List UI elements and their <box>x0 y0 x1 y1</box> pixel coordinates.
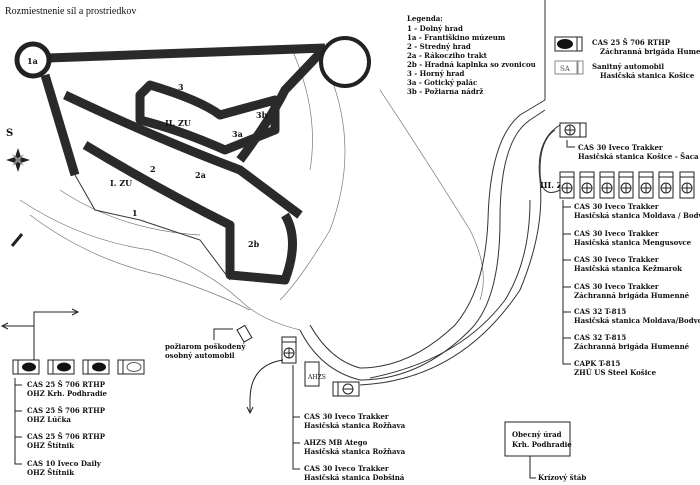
map-title: Rozmiestnenie síl a prostriedkov <box>5 6 136 17</box>
tower-1a <box>14 41 52 79</box>
map-text: Záchranná brigáda Humenné <box>574 342 690 351</box>
label-zu1: I. ZU <box>110 178 132 188</box>
map-text: CAS 10 Iveco Daily <box>27 459 102 468</box>
label-3a: 3a <box>232 129 243 139</box>
map-text: Záchranná brigáda Humenné <box>600 47 700 56</box>
map-text: CAS 30 Iveco Trakker <box>574 229 659 238</box>
map-text: Hasičská stanica Košice - Šaca <box>578 152 699 161</box>
label-1a: 1a <box>27 56 38 66</box>
map-text: požiarom poškodený <box>165 342 246 351</box>
label-zu2: II. ZU <box>165 118 191 128</box>
map-text: osobný automobil <box>165 351 235 360</box>
legend-item: 3 - Horný hrad <box>407 69 465 78</box>
label-3: 3 <box>178 82 184 92</box>
map-text: Hasičská stanica Mengusovce <box>574 238 692 247</box>
map-text: CAS 25 Š 706 RTHP <box>27 432 106 441</box>
north-label: S <box>6 128 13 139</box>
map-text: CAS 25 Š 706 RTHP <box>592 38 671 47</box>
terrain <box>19 44 484 331</box>
map-text: Hasičská stanica Rožňava <box>304 421 406 430</box>
municipal-office: Obecný úrad Krh. Podhradie Krízový štáb <box>504 421 586 482</box>
legend: Legenda: 1 - Dolný hrad 1a - Františkino… <box>407 14 536 96</box>
map-text: Hasičská stanica Moldava / Bodvou <box>574 211 700 220</box>
legend-item: 3a - Gotický palác <box>407 78 477 87</box>
label-2a: 2a <box>195 170 206 180</box>
svg-text:AHZS: AHZS <box>307 374 326 381</box>
map-text: OHZ Štítnik <box>27 441 74 450</box>
map-text: SA <box>560 65 571 73</box>
map-text: CAS 30 Iveco Trakker <box>574 282 659 291</box>
map-text: Legenda: <box>407 14 443 23</box>
map-text: Záchranná brigáda Humenné <box>574 291 690 300</box>
round-tower <box>319 36 371 88</box>
label-1: 1 <box>132 208 138 218</box>
map-text: Hasičská stanica Košice <box>600 71 695 80</box>
map-text: Krízový štáb <box>538 473 586 482</box>
map-text: CAS 30 Iveco Trakker <box>578 143 663 152</box>
map-text: Hasičská stanica Moldava/Bodvou <box>574 316 700 325</box>
map-text: CAS 30 Iveco Trakker <box>304 412 389 421</box>
label-2b: 2b <box>248 239 260 249</box>
access-roads <box>299 0 561 386</box>
map-text: CAS 30 Iveco Trakker <box>574 202 659 211</box>
legend-item: 2 - Stredný hrad <box>407 42 471 51</box>
map-text: CAPK T-815 <box>574 359 620 368</box>
legend-vehicle-keys: CAS 25 Š 706 RTHP Záchranná brigáda Hume… <box>554 36 700 80</box>
label-2: 2 <box>150 164 156 174</box>
castle-plan <box>14 36 371 285</box>
map-text: CAS 30 Iveco Trakker <box>304 464 389 473</box>
map-text: CAS 25 Š 706 RTHP <box>27 380 106 389</box>
right-unit-group: CAS 30 Iveco Trakker Hasičská stanica Ko… <box>559 122 700 377</box>
map-text: OHZ Štítnik <box>27 468 74 477</box>
label-3b: 3b <box>256 110 268 120</box>
nozzle-icon <box>10 233 24 247</box>
map-text: OHZ Krh. Podhradie <box>27 389 107 398</box>
legend-item: 2b - Hradná kaplnka so zvonicou <box>407 60 536 69</box>
compass-rose-icon <box>6 148 30 172</box>
map-text: AHZS MB Atego <box>303 438 368 447</box>
map-text: CAS 25 Š 706 RTHP <box>27 406 106 415</box>
label-zu3: III. ZU <box>540 180 570 190</box>
map-text: OHZ Lúčka <box>27 415 71 424</box>
map-text: CAS 32 T-815 <box>574 307 626 316</box>
legend-item: 3b - Požiarna nádrž <box>407 87 483 96</box>
map-text: Hasičská stanica Dobšiná <box>304 473 405 482</box>
map-text: Obecný úrad <box>512 430 562 439</box>
map-text: Hasičská stanica Rožňava <box>304 447 406 456</box>
legend-item: 2a - Rákocziho trakt <box>407 51 488 60</box>
legend-item: 1a - Františkino múzeum <box>407 33 506 42</box>
map-text: Krh. Podhradie <box>512 440 572 449</box>
legend-item: 1 - Dolný hrad <box>407 24 463 33</box>
map-text: Sanitný automobil <box>592 62 664 71</box>
damaged-car: požiarom poškodený osobný automobil <box>165 324 253 360</box>
map-text: Hasičská stanica Kežmarok <box>574 264 682 273</box>
map-text: CAS 32 T-815 <box>574 333 626 342</box>
map-text: ZHÚ US Steel Košice <box>574 368 657 377</box>
map-text: CAS 30 Iveco Trakker <box>574 255 659 264</box>
